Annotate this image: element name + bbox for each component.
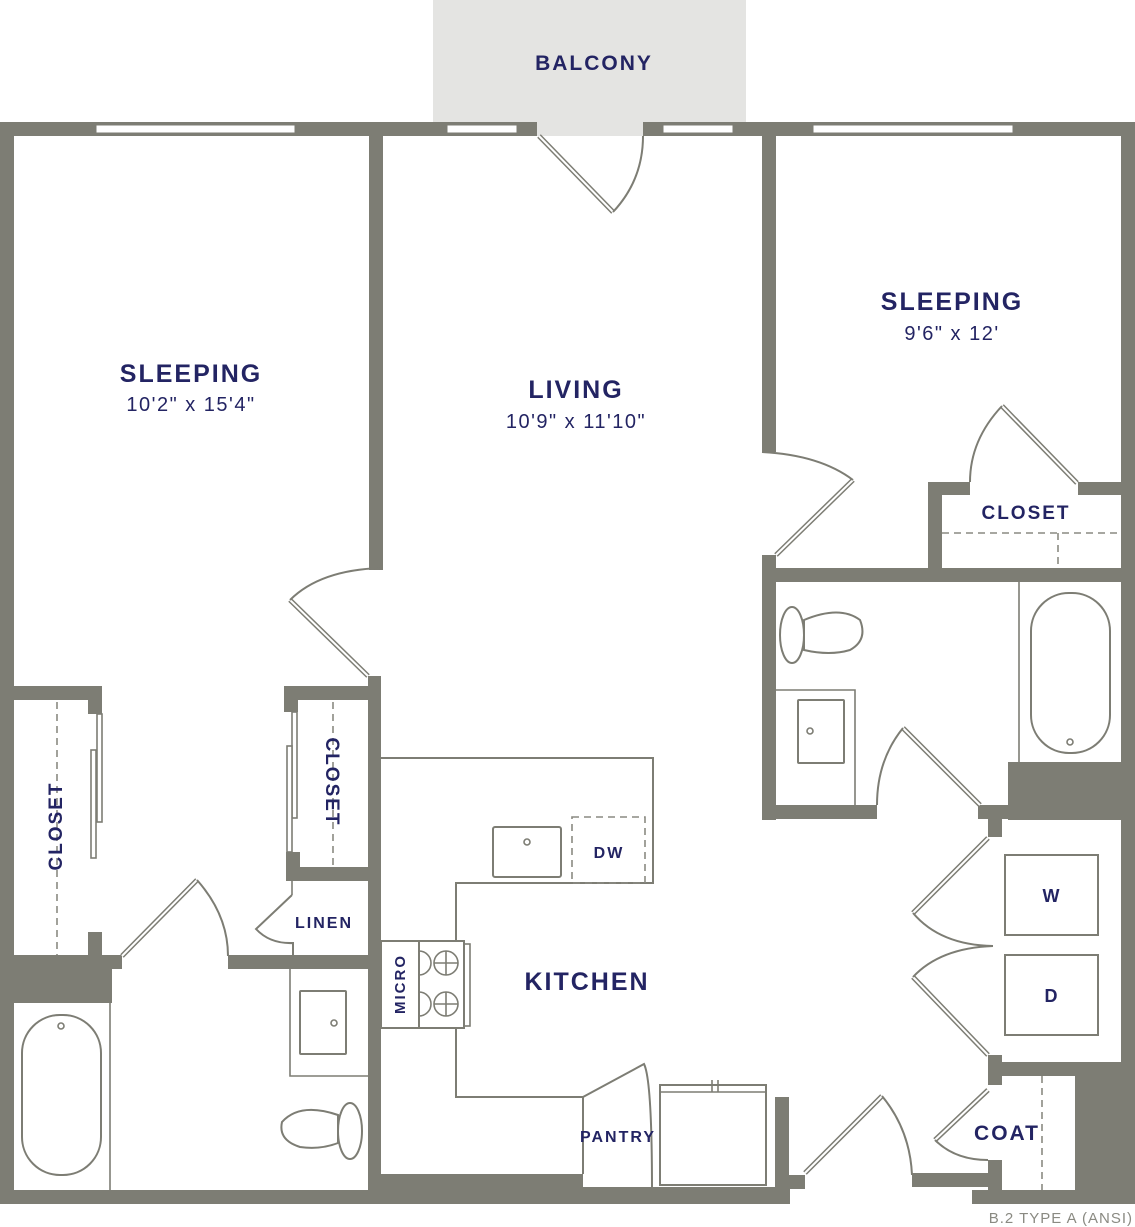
closet-right-wall-top-a — [928, 482, 970, 495]
closet-right-wall-left — [928, 482, 942, 574]
window-living-right — [662, 124, 734, 134]
micro-label: MICRO — [392, 954, 409, 1014]
closet-left-wall-stub-bottom — [88, 932, 102, 962]
linen-door[interactable] — [254, 894, 294, 955]
bedroom-right-dims: 9'6" x 12' — [904, 323, 999, 345]
bath-left-wall-block — [0, 955, 112, 1003]
pantry-outline — [582, 1062, 653, 1191]
sink-left — [299, 990, 347, 1055]
coat-label: COAT — [974, 1122, 1040, 1145]
dishwasher-outline — [571, 816, 646, 884]
linen-label: LINEN — [295, 915, 353, 932]
toilet-right-bowl — [803, 611, 864, 654]
kitchen-counter-lower — [455, 1028, 583, 1098]
closet-right-door-swing — [969, 405, 1003, 483]
balcony-area — [433, 0, 746, 128]
bedroom-left-label: SLEEPING — [120, 360, 262, 388]
dryer-label: D — [1045, 986, 1060, 1006]
laundry-wall-stub — [988, 805, 1002, 837]
kitchen-label: KITCHEN — [524, 968, 649, 996]
closet-center-wall-bottom — [286, 867, 381, 881]
window-living-left — [446, 124, 518, 134]
closet-right-label: CLOSET — [981, 503, 1070, 524]
toilet-left-bowl — [280, 1108, 339, 1149]
closet-center-slider-b[interactable] — [286, 745, 293, 853]
balcony-label: BALCONY — [535, 52, 653, 75]
closet-left-label: CLOSET — [46, 781, 67, 870]
range-handle — [463, 943, 471, 1027]
kitchen-counter-upper — [381, 757, 654, 942]
bath-right-wall-block — [1008, 762, 1135, 820]
closet-left-wall-stub-top — [88, 686, 102, 714]
bath-left-door-swing — [196, 879, 229, 957]
washer-outline — [1004, 854, 1099, 936]
closet-left-slider-a[interactable] — [96, 713, 103, 823]
living-dims: 10'9" x 11'10" — [506, 411, 646, 433]
bathtub-left — [21, 1014, 102, 1176]
vanity-right — [776, 689, 856, 805]
washer-label: W — [1043, 886, 1062, 906]
toilet-left-tank — [337, 1102, 363, 1160]
sink-right — [797, 699, 845, 764]
bedroom-left-dims: 10'2" x 15'4" — [126, 394, 255, 416]
bedroom-right-door-swing — [761, 451, 854, 481]
bathtub-right — [1030, 592, 1111, 754]
balcony-door-swing — [612, 135, 644, 213]
bedroom-left-door-swing — [289, 567, 382, 601]
laundry-door-upper-swing — [912, 912, 994, 947]
bath-left-wall-top-right — [228, 955, 382, 969]
unit-type-label: B.2 TYPE A (ANSI) — [989, 1210, 1133, 1227]
entry-door-swing — [881, 1095, 913, 1176]
exterior-wall-right — [1121, 122, 1135, 1204]
burner-icons — [418, 950, 459, 1017]
refrigerator-outline — [659, 1084, 767, 1186]
entry-wall-left-stub — [775, 1175, 805, 1189]
window-left-bedroom — [95, 124, 296, 134]
balcony-door-opening — [537, 122, 643, 136]
coat-door-swing — [934, 1139, 989, 1161]
pantry-label: PANTRY — [580, 1129, 656, 1146]
closet-center-label: CLOSET — [321, 737, 342, 826]
kitchen-wall-bottom-b — [368, 1187, 790, 1204]
closet-left-slider-b[interactable] — [90, 749, 97, 859]
living-label: LIVING — [528, 376, 623, 404]
coat-wall-right — [1075, 1062, 1135, 1204]
wall-bedroom-bath — [762, 568, 1135, 582]
bath-right-door-swing — [876, 727, 904, 806]
wall-living-bath — [762, 555, 776, 820]
wall-bedroom-living — [369, 122, 383, 570]
bedroom-right-label: SLEEPING — [881, 288, 1023, 316]
sink-drain-icon — [523, 838, 531, 846]
closet-center-wall-stub-top — [284, 686, 298, 712]
bath-right-wall-bottom — [762, 805, 877, 819]
wall-living-bedroom-right — [762, 122, 776, 452]
dishwasher-label: DW — [594, 845, 625, 862]
closet-center-wall-top — [284, 686, 381, 700]
vanity-left — [289, 969, 368, 1077]
closet-left-wall-top — [0, 686, 102, 700]
wall-bedroom-kitchen — [368, 676, 381, 1196]
closet-right-wall-top-b — [1078, 482, 1123, 495]
toilet-right-tank — [779, 606, 805, 664]
exterior-wall-left — [0, 122, 14, 1204]
laundry-door-lower-swing — [912, 945, 994, 978]
entry-wall-right — [912, 1173, 1002, 1187]
dryer-outline — [1004, 954, 1099, 1036]
window-right-bedroom — [812, 124, 1014, 134]
kitchen-sink — [492, 826, 562, 878]
